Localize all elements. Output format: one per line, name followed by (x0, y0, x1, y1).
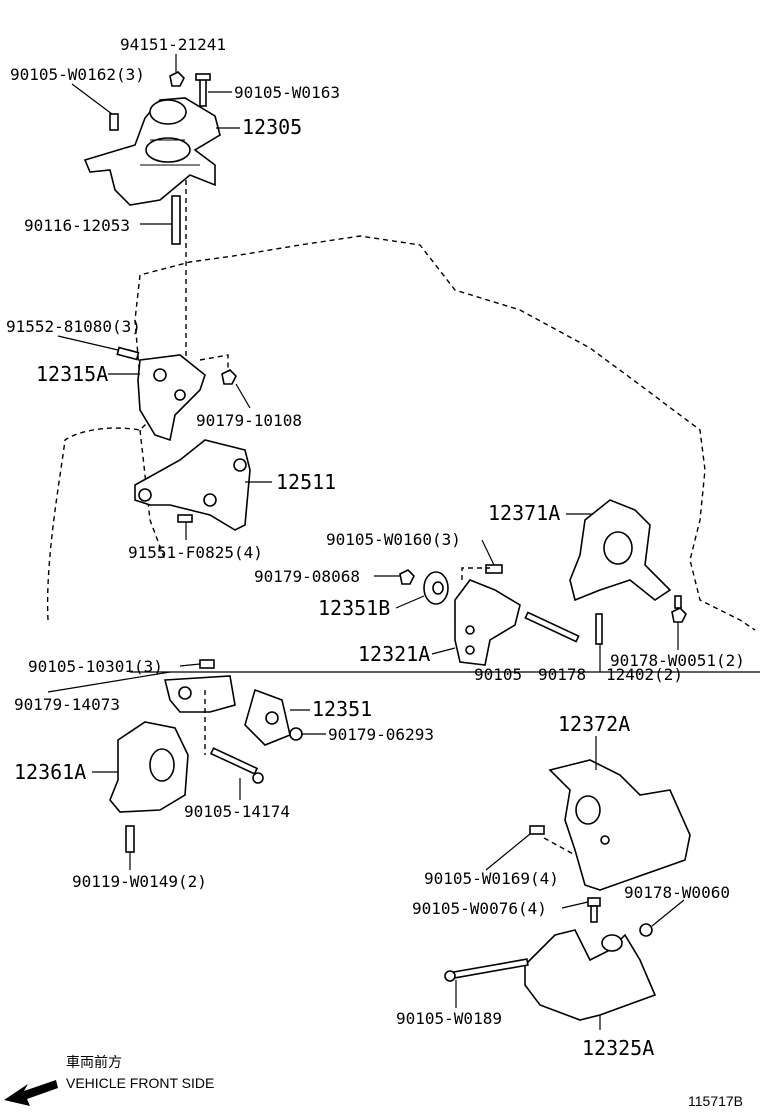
label-12325A: 12325A (582, 1036, 654, 1060)
bolt-94151-21241 (169, 71, 185, 87)
bolt-90105-W0189 (444, 958, 529, 982)
part-12372A-bracket (548, 759, 691, 891)
label-12351: 12351 (312, 697, 372, 721)
label-90178-W0051: 90178-W0051(2) (610, 651, 745, 670)
vehicle-front-indicator: 車両前方 VEHICLE FRONT SIDE (4, 1054, 214, 1106)
part-12315A-bracket (137, 354, 206, 442)
nut-90179-08068 (399, 569, 415, 585)
part-12361A-mount (109, 721, 189, 813)
front-arrow-icon (4, 1080, 58, 1106)
label-90105-W0076: 90105-W0076(4) (412, 899, 547, 918)
label-90105-W0160: 90105-W0160(3) (326, 530, 461, 549)
label-91552-81080: 91552-81080(3) (6, 317, 141, 336)
label-94151-21241: 94151-21241 (120, 35, 226, 54)
label-12361A: 12361A (14, 760, 86, 784)
bolt-90105-10301 (199, 659, 215, 669)
label-12315A: 12315A (36, 362, 108, 386)
nut-90179-06293 (289, 727, 303, 741)
bolt-90105-W0163 (195, 73, 211, 107)
label-90105-W0169: 90105-W0169(4) (424, 869, 559, 888)
stud-12402 (595, 613, 603, 645)
part-12351B-bushing (423, 571, 449, 605)
part-12325A-mount (524, 929, 657, 1021)
label-90179-06293: 90179-06293 (328, 725, 434, 744)
part-12351-bushing (244, 688, 291, 746)
bolt-90105-W0169 (529, 825, 545, 835)
callout-labels: 94151-21241 90105-W0162(3) 90105-W0163 1… (6, 35, 745, 1060)
engine-outline (46, 235, 756, 631)
part-12371A-mount (569, 499, 672, 602)
label-90179-08068: 90179-08068 (254, 567, 360, 586)
label-90105-10301: 90105-10301(3) (28, 657, 163, 676)
label-12321A: 12321A (358, 642, 430, 666)
label-90178-W0060: 90178-W0060 (624, 883, 730, 902)
front-label-jp: 車両前方 (66, 1054, 122, 1070)
label-90179-14073: 90179-14073 (14, 695, 120, 714)
label-90178-cut: 90178 (538, 665, 586, 684)
part-12305-mount (83, 97, 221, 206)
label-90105-cut: 90105 (474, 665, 522, 684)
label-90105-14174: 90105-14174 (184, 802, 290, 821)
diagram-id: 115717B (688, 1093, 743, 1109)
leader-lines (47, 54, 685, 1030)
front-label-en: VEHICLE FRONT SIDE (66, 1075, 214, 1091)
label-91551-F0825: 91551-F0825(4) (128, 543, 263, 562)
stud-90116-12053 (171, 195, 181, 245)
label-12305: 12305 (242, 115, 302, 139)
label-12351B: 12351B (318, 596, 390, 620)
bolt-90119-W0149 (125, 825, 135, 853)
nut-90178-W0060 (639, 923, 653, 937)
label-12371A: 12371A (488, 501, 560, 525)
label-90105-W0189: 90105-W0189 (396, 1009, 502, 1028)
label-12511: 12511 (276, 470, 336, 494)
bolt-90178-W0051 (671, 595, 687, 623)
part-12511-bracket (134, 439, 251, 531)
label-90105-W0162: 90105-W0162(3) (10, 65, 145, 84)
bolt-90105-W0076 (587, 897, 601, 923)
bracket-under-cutline (163, 675, 236, 713)
label-90179-10108: 90179-10108 (196, 411, 302, 430)
label-12402-cut: 12402(2) (606, 665, 683, 684)
nut-90179-10108 (221, 369, 237, 385)
label-90105-W0163: 90105-W0163 (234, 83, 340, 102)
bolt-90105-W0160 (485, 564, 503, 574)
bolt-91551-F0825 (177, 514, 193, 523)
bolt-90105-14174 (209, 747, 264, 784)
label-90116-12053: 90116-12053 (24, 216, 130, 235)
part-12321A-bracket (454, 579, 521, 666)
bolt-91552-81080 (116, 346, 140, 361)
bolt-90105-W0162 (109, 113, 119, 131)
label-12372A: 12372A (558, 712, 630, 736)
bolt-90105-long (524, 611, 580, 643)
label-90119-W0149: 90119-W0149(2) (72, 872, 207, 891)
